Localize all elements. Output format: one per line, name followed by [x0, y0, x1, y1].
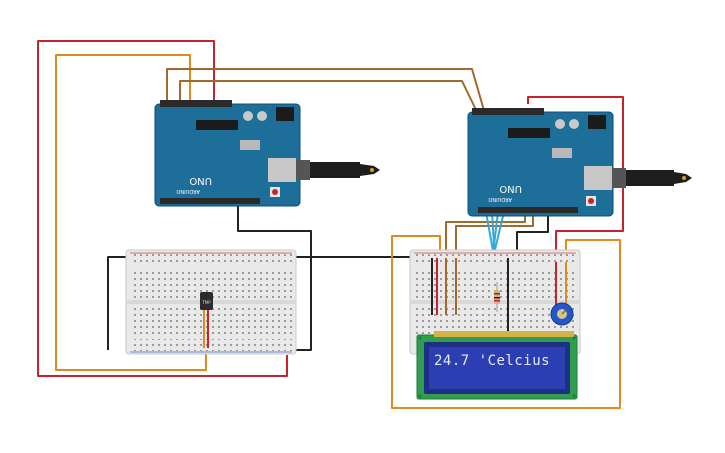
potentiometer[interactable] [550, 302, 574, 326]
reset-button-right[interactable] [588, 198, 594, 204]
usb-port-left [268, 158, 296, 182]
lcd-display [416, 331, 578, 400]
wire-black-gnd-left[interactable] [237, 205, 312, 351]
arduino-uno-right[interactable]: UNO ARDUINO [467, 108, 692, 217]
lcd-screen [429, 347, 565, 389]
header-power-left [160, 198, 260, 204]
reset-button-left[interactable] [272, 189, 278, 195]
lcd-pins [434, 331, 574, 337]
wire-orange-outer-left[interactable] [55, 54, 207, 371]
wire-red-outer-left[interactable] [37, 40, 288, 377]
usb-port-right [584, 166, 612, 190]
wire-black-long[interactable] [107, 214, 549, 350]
board-model-left: UNO [189, 175, 212, 186]
board-brand-left: ARDUINO [176, 188, 200, 194]
wire-brown-link-1[interactable] [166, 68, 486, 115]
wire-orange-outer-right[interactable] [391, 235, 621, 409]
wire-brown-lcd-1[interactable] [445, 212, 526, 258]
chip-right [508, 128, 550, 138]
header-power-right [478, 207, 578, 213]
lcd-text-line-1: 24.7 'Celcius [434, 353, 551, 369]
chip-left [196, 120, 238, 130]
header-digital-left [160, 100, 232, 107]
wire-brown-lcd-2[interactable] [455, 212, 534, 258]
header-digital-right [472, 108, 544, 115]
resistor[interactable] [494, 282, 500, 312]
wire-red-right[interactable] [527, 96, 624, 262]
sensor-label: TMP [201, 300, 211, 305]
board-brand-right: ARDUINO [488, 196, 512, 202]
board-model-right: UNO [499, 183, 522, 194]
temperature-sensor[interactable]: TMP [200, 292, 213, 348]
wire-brown-link-2[interactable] [179, 80, 479, 115]
arduino-uno-left[interactable]: UNO ARDUINO [154, 100, 380, 207]
